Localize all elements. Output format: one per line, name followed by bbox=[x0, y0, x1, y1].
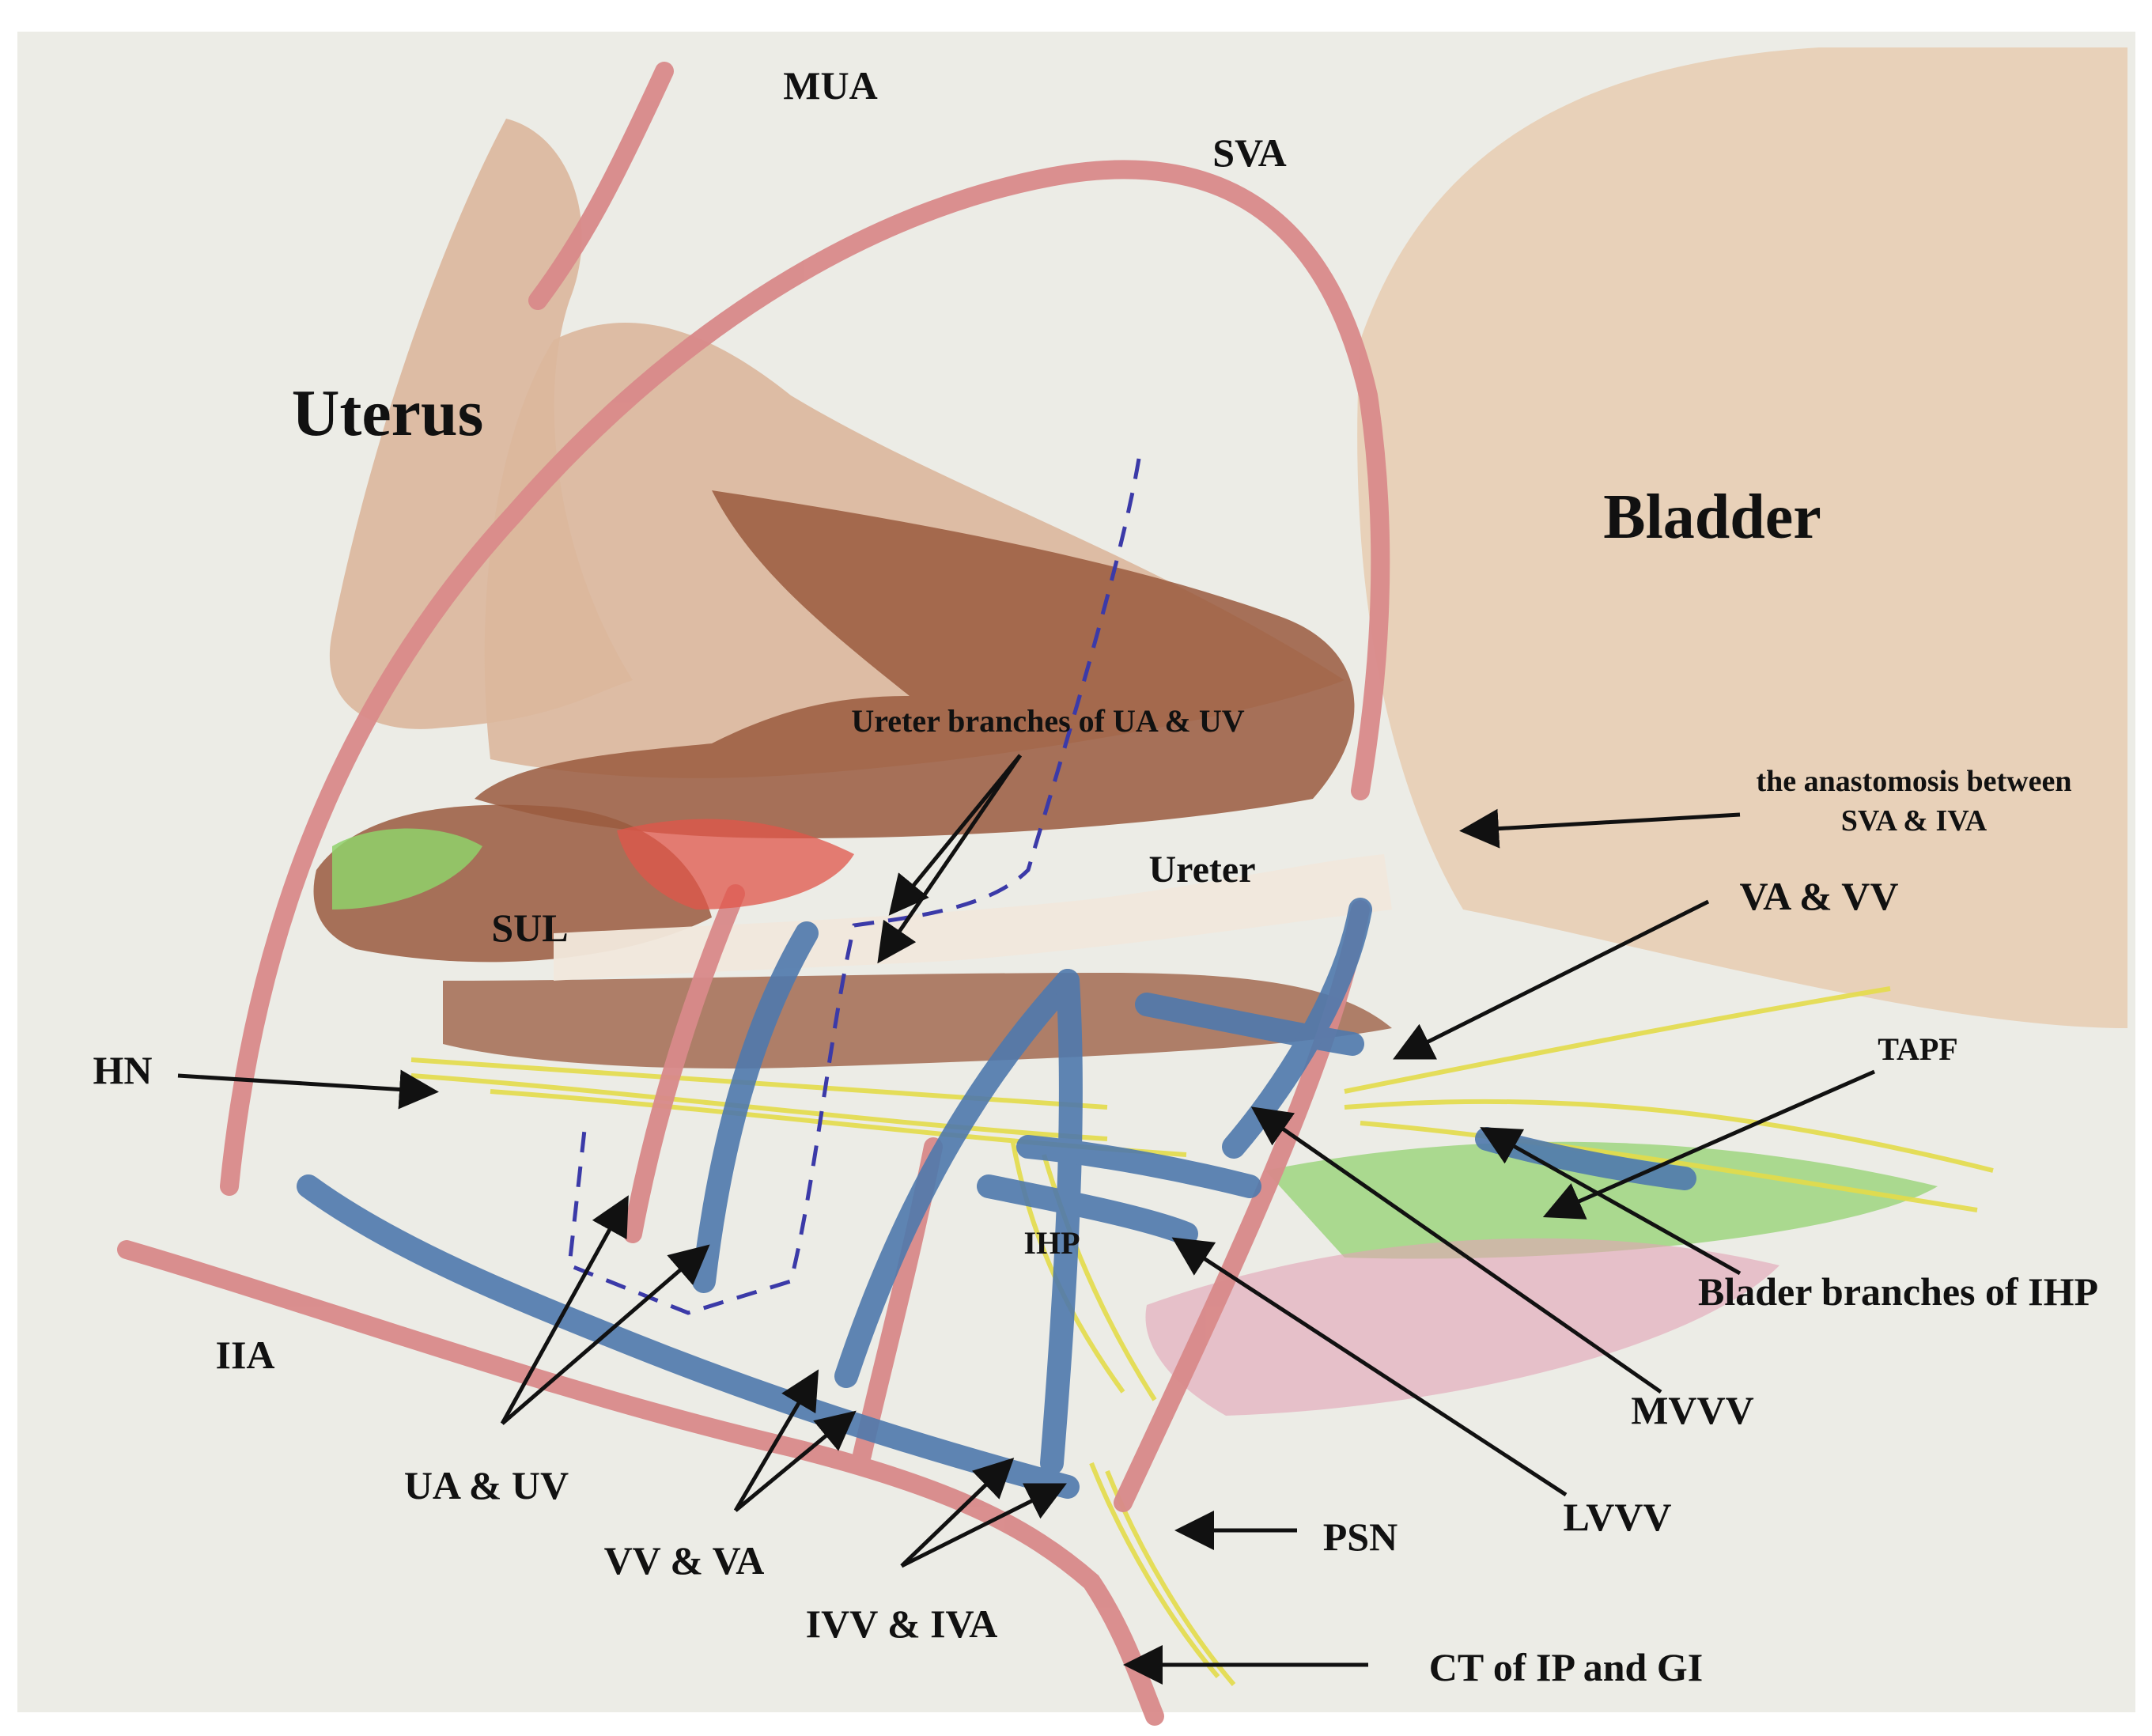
label-mua: MUA bbox=[783, 63, 877, 108]
label-ct: CT of IP and GI bbox=[1429, 1645, 1703, 1689]
arrow-ua-uv-2 bbox=[501, 1244, 710, 1425]
label-ureter: Ureter bbox=[1149, 849, 1256, 891]
ureter bbox=[554, 854, 1392, 981]
ua-origin bbox=[617, 819, 854, 910]
label-ua-uv: UA & UV bbox=[404, 1463, 569, 1507]
bladder-tissue bbox=[1357, 47, 2127, 1028]
arrow-ivv-iva-2 bbox=[900, 1483, 1067, 1568]
label-ureter-branches: Ureter branches of UA & UV bbox=[851, 703, 1244, 739]
label-blader-branches: Blader branches of IHP bbox=[1698, 1269, 2098, 1314]
label-hn: HN bbox=[93, 1048, 153, 1092]
pink-tissue bbox=[1145, 1238, 1779, 1416]
arrow-blader-branches bbox=[1480, 1127, 1742, 1276]
label-sva: SVA bbox=[1212, 130, 1287, 175]
ligament-mass bbox=[475, 490, 1355, 838]
label-uterus: Uterus bbox=[292, 376, 484, 450]
label-lvvv: LVVV bbox=[1563, 1495, 1671, 1539]
arrow-tapf bbox=[1542, 1069, 1876, 1220]
label-vv-va: VV & VA bbox=[604, 1538, 765, 1583]
label-tapf: TAPF bbox=[1878, 1031, 1957, 1067]
green-patch-left bbox=[332, 828, 482, 910]
label-anastomosis-line1: the anastomosis between bbox=[1757, 765, 2072, 798]
label-bladder: Bladder bbox=[1603, 482, 1821, 552]
label-psn: PSN bbox=[1323, 1515, 1397, 1559]
green-fascia bbox=[1265, 1141, 1938, 1259]
arrow-lvvv bbox=[1171, 1237, 1568, 1497]
arrow-vv-va-2 bbox=[734, 1410, 857, 1512]
dashed-resection-line bbox=[567, 458, 1141, 1315]
arrow-mvvv bbox=[1250, 1106, 1662, 1394]
label-sul: SUL bbox=[491, 906, 568, 950]
arrow-va-vv bbox=[1393, 899, 1710, 1060]
arrow-ureter-branch-2 bbox=[877, 754, 1023, 964]
label-mvvv: MVVV bbox=[1631, 1388, 1754, 1432]
label-va-vv: VA & VV bbox=[1740, 874, 1899, 918]
annotation-arrows bbox=[177, 754, 1876, 1685]
arrow-hn bbox=[177, 1069, 439, 1110]
label-iia: IIA bbox=[215, 1333, 274, 1377]
label-ihp: IHP bbox=[1023, 1225, 1080, 1261]
arrow-vv-va-1 bbox=[733, 1369, 819, 1512]
arrow-anastomosis bbox=[1459, 808, 1741, 849]
arrow-ua-uv-1 bbox=[500, 1195, 629, 1425]
arrow-ivv-iva-1 bbox=[900, 1458, 1015, 1568]
label-anastomosis-line2: SVA & IVA bbox=[1841, 804, 1987, 838]
arrow-ureter-branch-1 bbox=[888, 754, 1022, 916]
label-ivv-iva: IVV & IVA bbox=[806, 1602, 998, 1646]
